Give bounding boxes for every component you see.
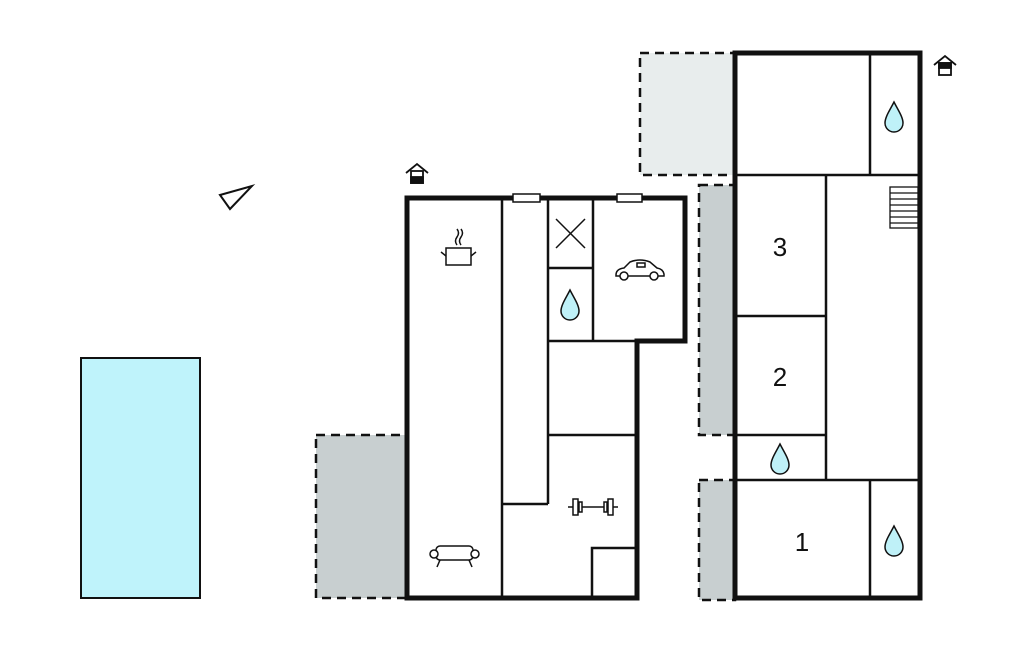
terrace-top-right	[638, 51, 737, 177]
pool	[80, 357, 201, 599]
left-building	[404, 193, 688, 601]
bathroom-drop-icon	[770, 442, 790, 475]
right-building: 3 2 1	[732, 50, 923, 601]
terrace-mid-right	[697, 183, 737, 437]
stairs-icon	[889, 186, 919, 229]
bathroom-drop-icon	[560, 288, 580, 321]
bedroom-1-label: 1	[795, 527, 809, 557]
bedroom-3-label: 3	[773, 232, 787, 262]
north-arrow-icon	[218, 184, 256, 211]
kitchen-pot-icon	[440, 228, 477, 266]
window	[512, 193, 541, 203]
living-sofa-icon	[429, 545, 480, 568]
entrance-icon	[933, 54, 957, 76]
window	[616, 193, 643, 203]
gym-dumbbell-icon	[568, 498, 618, 516]
garage-car-icon	[615, 259, 665, 281]
bathroom-drop-icon	[884, 524, 904, 557]
terrace-left	[314, 433, 409, 600]
bedroom-2-label: 2	[773, 362, 787, 392]
bathroom-drop-icon	[884, 100, 904, 133]
entrance-icon	[405, 162, 429, 184]
terrace-bottom-right	[697, 478, 737, 602]
void-cross-icon	[555, 218, 586, 249]
